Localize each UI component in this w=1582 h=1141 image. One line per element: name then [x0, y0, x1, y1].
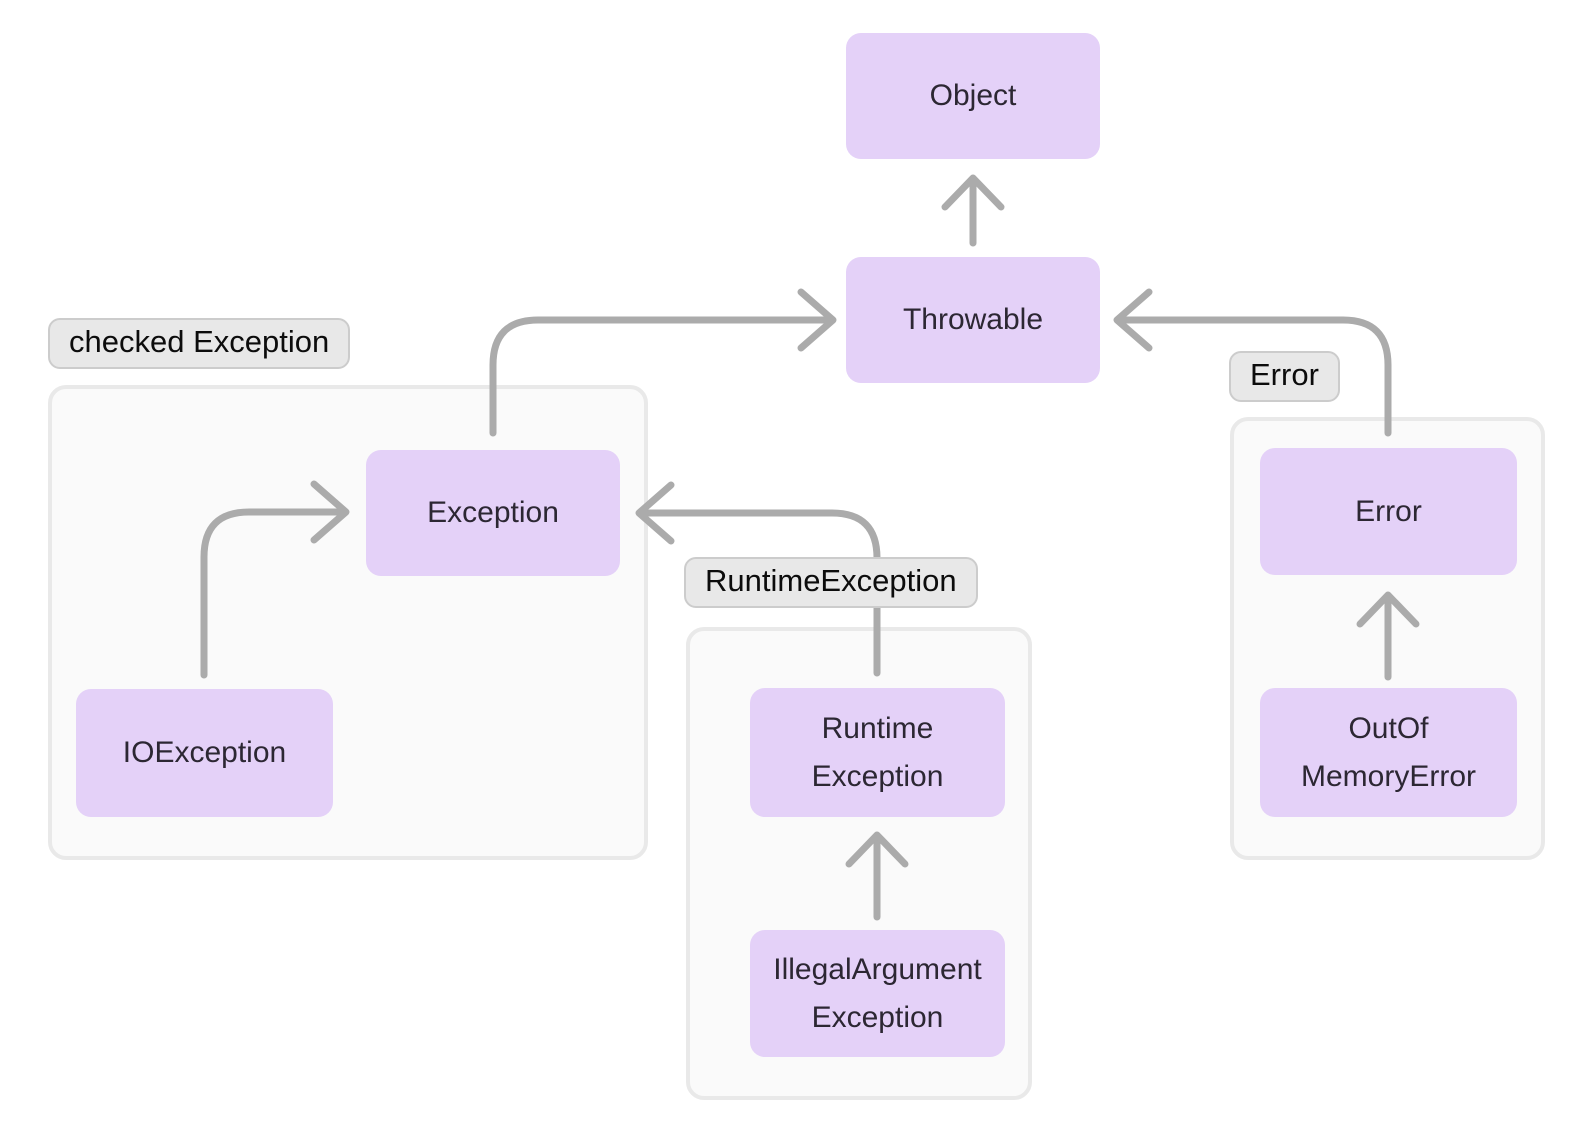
node-ioexception: IOException	[76, 689, 333, 817]
node-out-of-memory-error: OutOf MemoryError	[1260, 688, 1517, 817]
node-exception: Exception	[366, 450, 620, 576]
node-illegal-argument-exception: IllegalArgument Exception	[750, 930, 1005, 1057]
node-throwable: Throwable	[846, 257, 1100, 383]
node-runtime-exception: Runtime Exception	[750, 688, 1005, 817]
node-object: Object	[846, 33, 1100, 159]
node-error: Error	[1260, 448, 1517, 575]
group-label-checked-exception: checked Exception	[48, 318, 351, 369]
edge-throwable-to-object-arrow	[941, 174, 1005, 247]
group-label-runtime-exception: RuntimeException	[684, 557, 978, 608]
group-label-error: Error	[1229, 351, 1340, 402]
